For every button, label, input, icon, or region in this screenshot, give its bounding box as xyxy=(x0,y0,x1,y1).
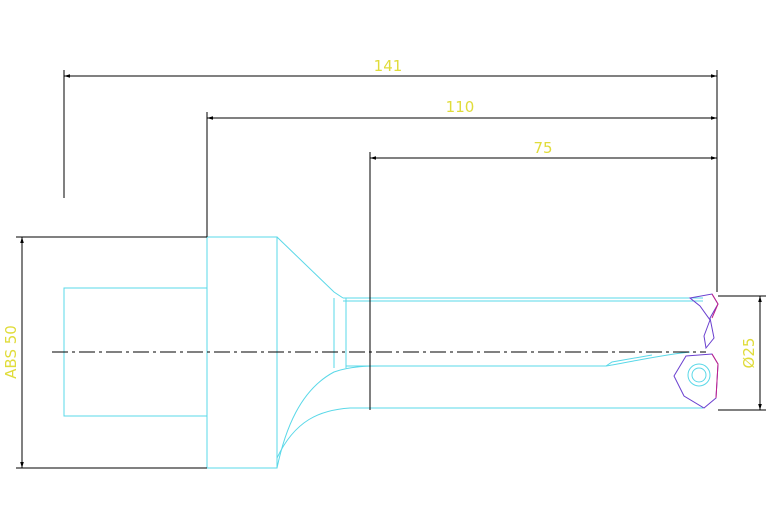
dimension-lines xyxy=(16,70,766,469)
flute-edge-inner xyxy=(346,354,653,367)
bottom-insert-edge xyxy=(711,353,719,399)
dim-label-dia25: Ø25 xyxy=(740,338,758,369)
top-insert xyxy=(688,293,719,350)
flute-curve xyxy=(276,351,691,469)
insert-screw-inner xyxy=(691,367,707,383)
dim-label-141: 141 xyxy=(374,57,403,75)
body-bottom-edge xyxy=(276,407,703,459)
dim-label-abs50: ABS 50 xyxy=(2,325,20,379)
dim-label-110: 110 xyxy=(446,98,475,116)
dim-label-75: 75 xyxy=(533,139,552,157)
dimension-labels: 141 110 75 ABS 50 Ø25 xyxy=(2,57,758,379)
insert-screw-outer xyxy=(687,363,711,387)
top-insert-edge xyxy=(711,293,719,319)
taper-outline xyxy=(276,236,344,299)
cutting-inserts xyxy=(673,293,719,409)
